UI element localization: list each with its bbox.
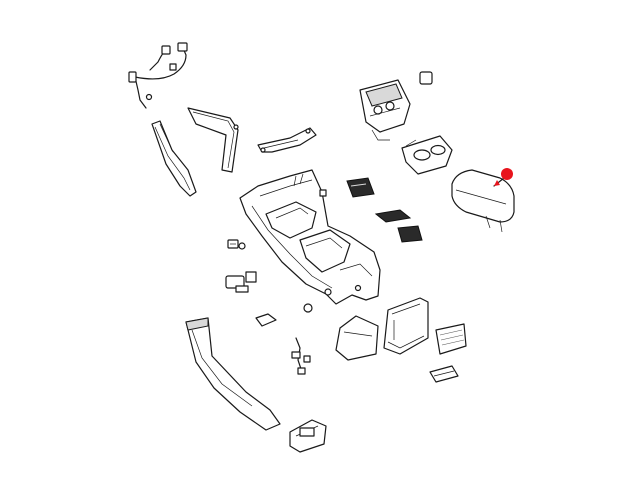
wiring-harness xyxy=(128,42,188,109)
rear-trim-bezel xyxy=(383,297,429,355)
cupholder-bezel xyxy=(401,135,453,175)
top-bracket xyxy=(257,127,317,153)
armrest-lid xyxy=(451,168,515,233)
power-outlet xyxy=(225,271,257,293)
rear-vent xyxy=(435,323,467,355)
highlight-marker xyxy=(501,168,513,180)
usb-port xyxy=(227,239,239,249)
small-tray xyxy=(429,365,459,383)
floor-mat xyxy=(346,177,375,198)
storage-mat-2 xyxy=(397,225,423,243)
rear-duct xyxy=(185,317,281,431)
rear-bracket xyxy=(335,315,379,361)
side-trim-panel-right xyxy=(187,107,239,173)
storage-mat-1 xyxy=(374,209,412,223)
duct-outlet xyxy=(289,419,327,453)
access-cover xyxy=(255,313,277,327)
switch-bank xyxy=(359,71,433,141)
console-base xyxy=(239,169,381,305)
screw xyxy=(303,303,343,353)
push-pin xyxy=(238,242,246,250)
side-trim-panel-left xyxy=(151,120,197,197)
small-harness xyxy=(291,337,311,375)
